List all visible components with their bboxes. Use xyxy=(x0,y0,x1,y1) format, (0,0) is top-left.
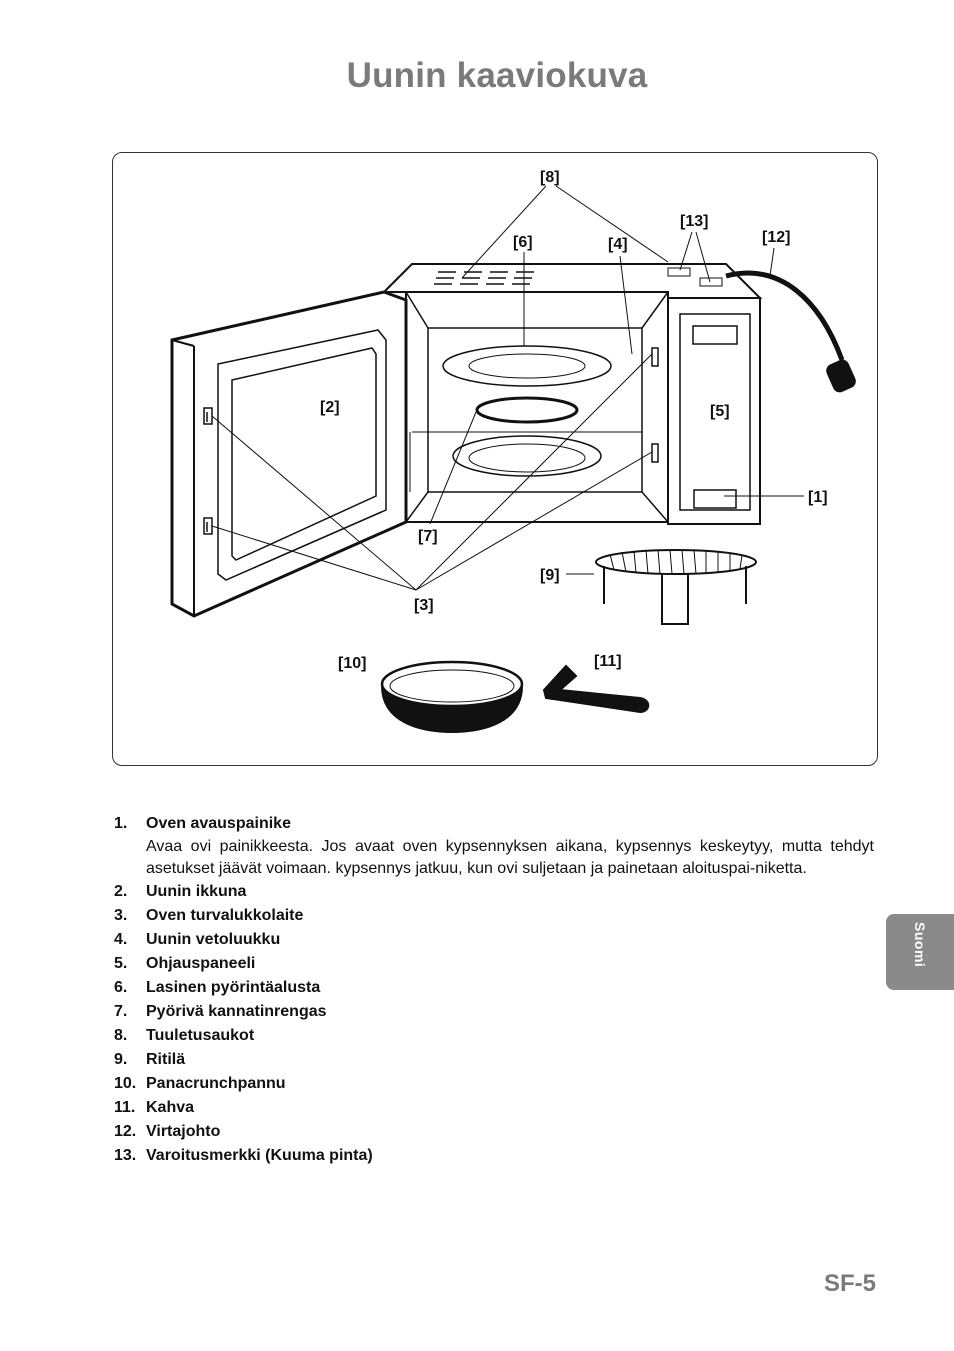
list-item: 10.Panacrunchpannu xyxy=(114,1075,286,1092)
oven-door xyxy=(170,290,408,618)
display-window xyxy=(692,325,738,345)
callout-1: [1] xyxy=(808,489,828,506)
list-item: 12.Virtajohto xyxy=(114,1123,221,1140)
callout-5: [5] xyxy=(710,403,730,420)
list-item: 2.Uunin ikkuna xyxy=(114,883,247,900)
callout-3: [3] xyxy=(414,597,434,614)
glass-tray xyxy=(442,345,612,387)
list-item: 11.Kahva xyxy=(114,1099,195,1116)
list-item: 8.Tuuletusaukot xyxy=(114,1027,255,1044)
callout-12: [12] xyxy=(762,229,790,246)
vent-slots xyxy=(434,271,534,285)
pan-handle xyxy=(542,664,650,714)
oven-cavity-inner xyxy=(427,327,643,493)
warning-label xyxy=(667,267,691,277)
callout-10: [10] xyxy=(338,655,366,672)
callout-13: [13] xyxy=(680,213,708,230)
list-item: 3.Oven turvalukkolaite xyxy=(114,907,304,924)
list-item: 13.Varoitusmerkki (Kuuma pinta) xyxy=(114,1147,373,1164)
page-title: Uunin kaaviokuva xyxy=(346,56,648,95)
list-item: 4.Uunin vetoluukku xyxy=(114,931,281,948)
list-item: 5.Ohjauspaneeli xyxy=(114,955,256,972)
list-item: 1. Oven avauspainike Avaa ovi painikkees… xyxy=(114,812,874,880)
control-panel-frame xyxy=(667,297,761,525)
parts-list: 1. Oven avauspainike Avaa ovi painikkees… xyxy=(114,812,874,1168)
door-window-frame xyxy=(217,329,387,581)
page-number: SF-5 xyxy=(823,1270,876,1297)
door-window xyxy=(231,347,377,561)
plug xyxy=(826,359,856,393)
callout-7: [7] xyxy=(418,528,438,545)
callout-11: [11] xyxy=(594,653,622,670)
microwave-diagram: [8] [13] [12] [6] [4] [2] [5] [1] [7] [9… xyxy=(170,169,856,734)
item-description: Avaa ovi painikkeesta. Jos avaat oven ky… xyxy=(146,838,874,877)
list-item: 7.Pyörivä kannatinrengas xyxy=(114,1003,327,1020)
callout-6: [6] xyxy=(513,234,533,251)
grill-rack xyxy=(595,549,757,575)
door-release-button xyxy=(693,489,737,509)
callout-8: [8] xyxy=(540,169,560,186)
callout-9: [9] xyxy=(540,567,560,584)
control-panel xyxy=(679,313,751,511)
callout-4: [4] xyxy=(608,236,628,253)
list-item: 9.Ritilä xyxy=(114,1051,186,1068)
callout-2: [2] xyxy=(320,399,340,416)
language-tab-label: Suomi xyxy=(912,922,928,968)
list-item: 6.Lasinen pyörintäalusta xyxy=(114,979,321,996)
language-tab: Suomi xyxy=(886,914,954,990)
diagram-frame xyxy=(112,152,878,766)
roller-ring xyxy=(475,396,579,424)
power-cord xyxy=(725,270,845,361)
